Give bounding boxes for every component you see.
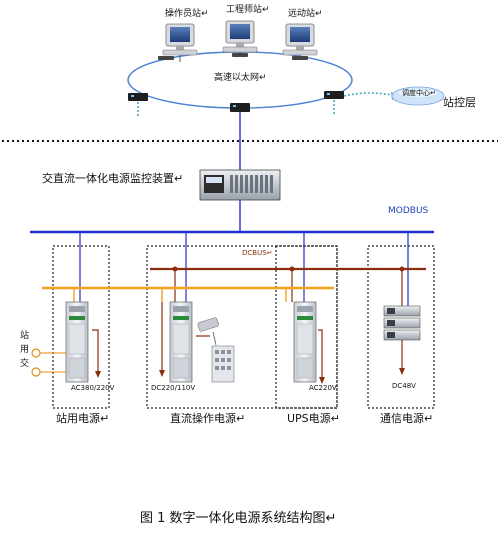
figure-caption: 图 1 数字一体化电源系统结构图↵: [140, 511, 336, 526]
switch-right-icon: [324, 91, 344, 99]
ups-power-name: UPS电源↵: [287, 411, 340, 425]
distribution-panel-icon: [211, 345, 235, 383]
ups-cabinet-icon: [293, 301, 317, 383]
ethernet-label: 高速以太网↵: [214, 71, 267, 83]
battery-pack-icon: [197, 317, 219, 346]
operator-workstation-icon: [158, 23, 198, 60]
side-label-char-3: 交: [20, 357, 29, 369]
switch-center-icon: [230, 103, 250, 112]
frame-comm-power: [367, 245, 435, 409]
frame-station-power: [52, 245, 110, 409]
station-output-line: [92, 329, 99, 372]
ups-output-arrow: [319, 377, 325, 384]
station-output-arrow: [95, 371, 101, 378]
transformer-links: [40, 352, 66, 373]
side-label-char-2: 用: [20, 344, 29, 355]
station-label-engineer: 工程师站↵: [226, 3, 270, 15]
ac-drops: [73, 288, 287, 302]
monitor-device-label: 交直流一体化电源监控装置↵: [42, 171, 183, 185]
dc-output-arrow: [159, 370, 165, 377]
station-power-name: 站用电源↵: [56, 411, 109, 425]
station-power-voltage: AC380/220V: [71, 384, 115, 392]
dispatch-center-label: 调度中心↵: [402, 88, 436, 97]
station-control-layer-label: 站控层: [443, 95, 476, 109]
modbus-label: MODBUS: [388, 206, 429, 216]
station-label-telecontrol: 远动站↵: [288, 7, 323, 19]
side-label-char-1: 站: [20, 329, 29, 341]
switch-dotted-links: [137, 92, 397, 116]
comm-power-name: 通信电源↵: [380, 411, 433, 425]
comm-power-module-icon: [383, 305, 421, 341]
comm-power-voltage: DC48V: [392, 382, 416, 390]
dispatch-center-bubble: [391, 86, 445, 106]
dc-power-name: 直流操作电源↵: [170, 411, 245, 425]
dc-power-voltage: DC220/110V: [151, 384, 195, 392]
telecontrol-workstation-icon: [282, 23, 318, 60]
station-label-operator: 操作员站↵: [165, 7, 209, 19]
transformer-icon: [31, 348, 41, 377]
frame-ups-power: [275, 245, 338, 409]
ups-power-voltage: AC220V: [309, 384, 337, 392]
subsystem-frames: [52, 245, 435, 409]
dc-output-lines: [161, 302, 210, 370]
ups-output-line: [318, 329, 323, 378]
dc-power-cabinet-icon: [169, 301, 193, 383]
station-power-cabinet-icon: [65, 301, 89, 383]
switch-left-icon: [128, 93, 148, 101]
dcbus-label: DCBUS↵: [242, 249, 273, 257]
comm-output-arrow: [399, 368, 405, 375]
monitor-device-icon: [199, 169, 281, 201]
dcbus-drops: [174, 269, 403, 306]
engineer-workstation-icon: [222, 20, 258, 57]
